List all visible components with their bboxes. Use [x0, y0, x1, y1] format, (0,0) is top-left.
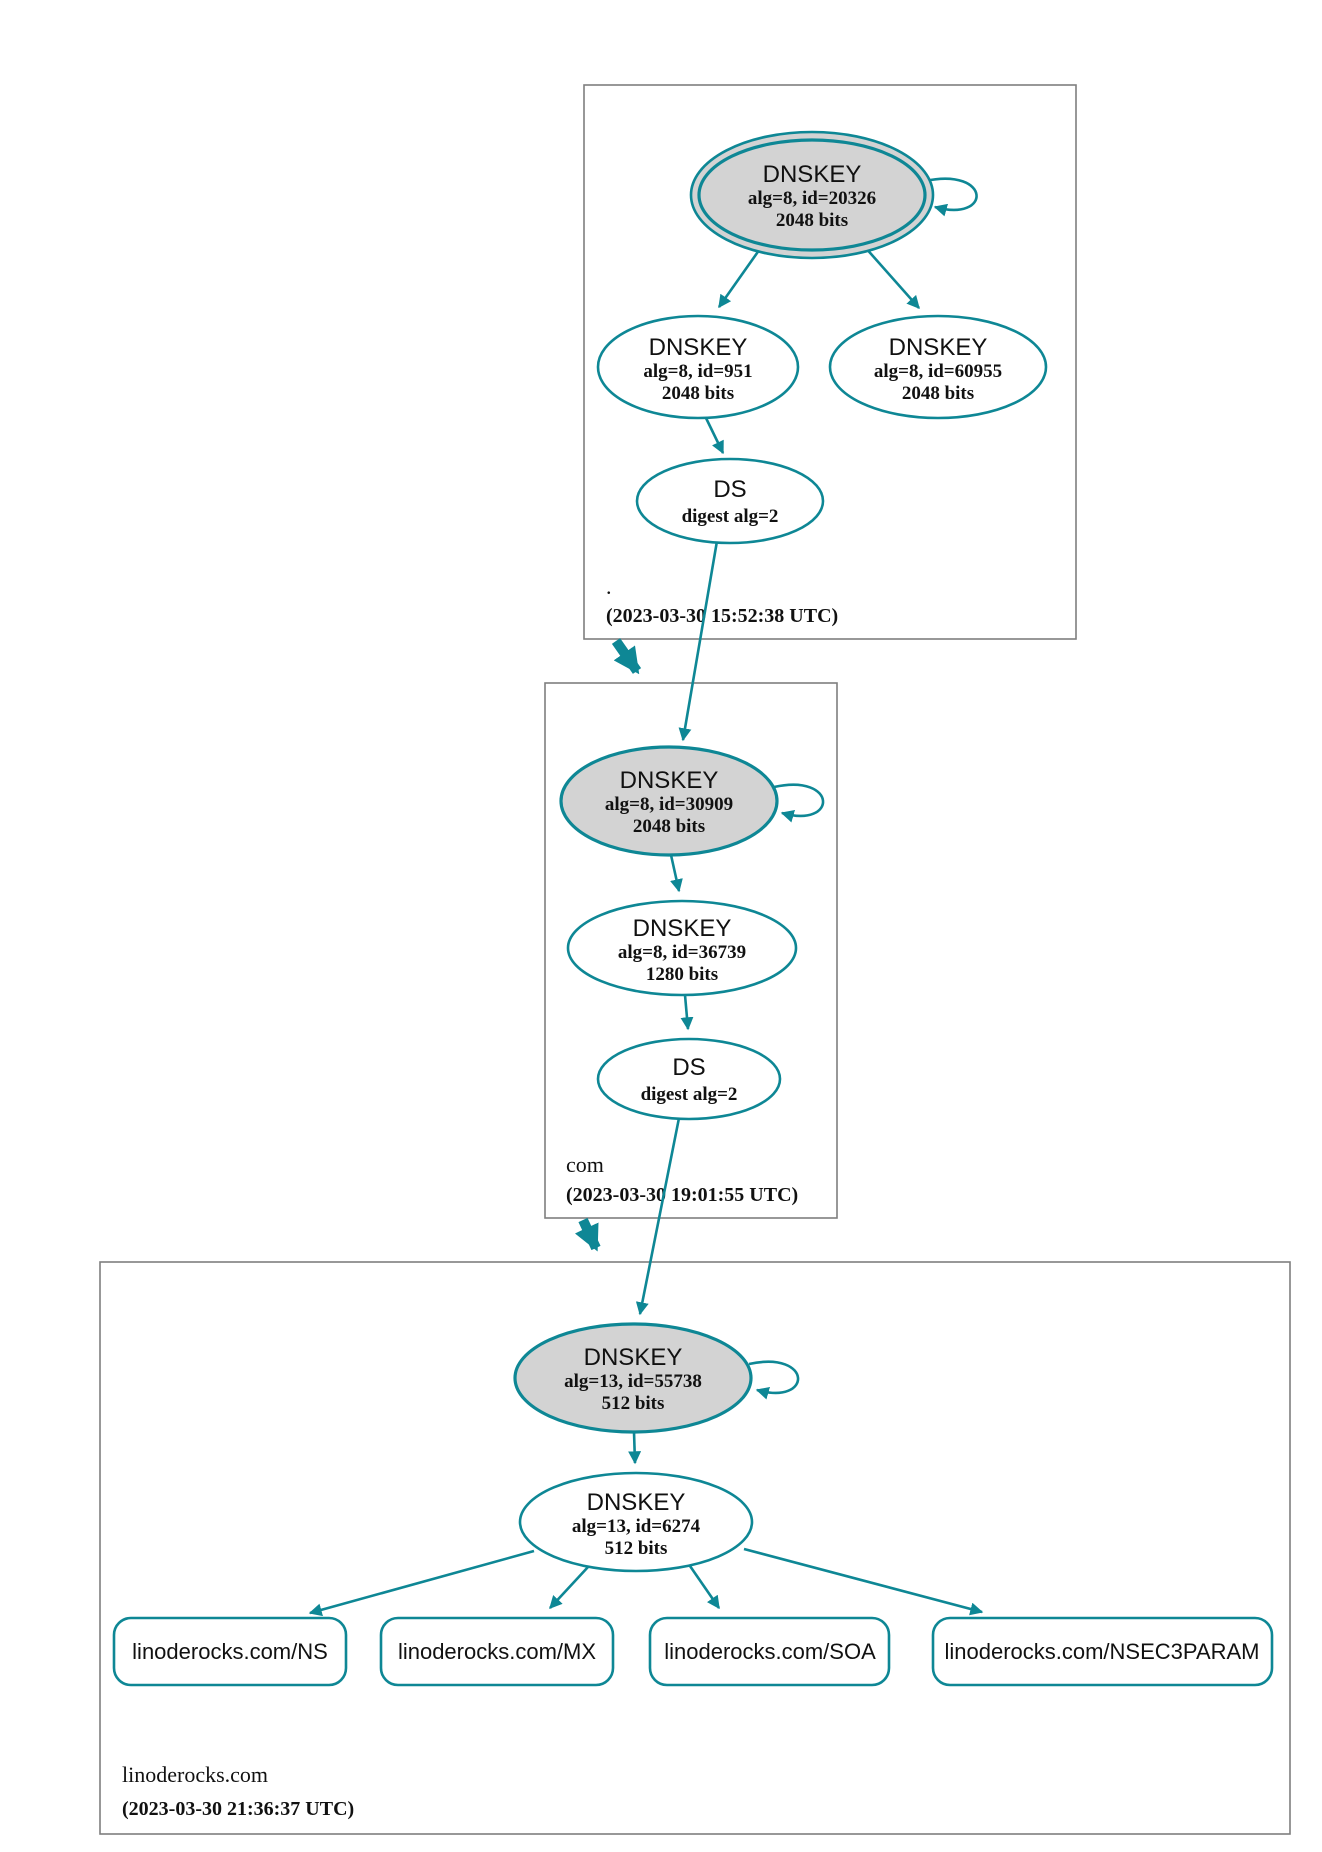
rrset-linoderocks-soa[interactable]: linoderocks.com/SOA	[648, 1616, 891, 1687]
node-bits: 2048 bits	[662, 383, 734, 404]
node-root-zsk-951[interactable]: DNSKEY alg=8, id=951 2048 bits	[596, 314, 800, 420]
edge-zsk-to-rrset-ns	[308, 1549, 535, 1617]
edge-delegation-com-to-linoderocks	[574, 1217, 601, 1252]
edge-com-ds-to-linoderocks-ksk	[635, 1117, 681, 1316]
zone-label-root: .	[606, 574, 612, 599]
node-bits: 512 bits	[602, 1393, 665, 1414]
node-root-ksk-20326[interactable]: DNSKEY alg=8, id=20326 2048 bits	[689, 130, 935, 260]
node-attr: alg=8, id=20326	[748, 188, 876, 209]
rrset-label: linoderocks.com/NS	[132, 1639, 328, 1664]
node-bits: 2048 bits	[776, 210, 848, 231]
rrset-label: linoderocks.com/SOA	[664, 1639, 876, 1664]
node-title: DS	[713, 476, 746, 503]
edge-linoderocks-ksk-to-zsk	[628, 1431, 642, 1465]
zone-box-com	[544, 682, 838, 1219]
node-attr: alg=13, id=6274	[572, 1516, 701, 1537]
edge-linoderocks-ksk-self-loop	[748, 1360, 800, 1400]
zone-timestamp-com: (2023-03-30 19:01:55 UTC)	[566, 1184, 798, 1206]
edge-root-ksk-to-zsk1	[717, 245, 764, 309]
zone-timestamp-linoderocks: (2023-03-30 21:36:37 UTC)	[122, 1798, 354, 1820]
edge-root-zsk1-to-ds	[704, 417, 725, 455]
node-linoderocks-zsk-6274[interactable]: DNSKEY alg=13, id=6274 512 bits	[518, 1471, 754, 1573]
node-title: DNSKEY	[587, 1489, 686, 1516]
zone-timestamp-root: (2023-03-30 15:52:38 UTC)	[606, 605, 838, 627]
node-title: DS	[672, 1054, 705, 1081]
node-com-ksk-30909[interactable]: DNSKEY alg=8, id=30909 2048 bits	[559, 745, 779, 857]
rrset-label: linoderocks.com/MX	[398, 1639, 596, 1664]
node-attr: alg=8, id=60955	[874, 361, 1002, 382]
zone-label-com: com	[566, 1152, 604, 1177]
edge-root-ksk-self-loop	[924, 177, 978, 217]
node-bits: 512 bits	[605, 1538, 668, 1559]
node-title: DNSKEY	[649, 334, 748, 361]
node-attr: digest alg=2	[641, 1084, 738, 1105]
edge-zsk-to-rrset-nsec3param	[743, 1547, 984, 1616]
node-attr: digest alg=2	[682, 506, 779, 527]
zone-box-root	[583, 84, 1077, 640]
edge-com-ksk-self-loop	[773, 783, 825, 823]
rrset-linoderocks-nsec3param[interactable]: linoderocks.com/NSEC3PARAM	[931, 1616, 1274, 1687]
node-title: DNSKEY	[763, 161, 862, 188]
node-attr: alg=8, id=36739	[618, 942, 746, 963]
node-com-ds[interactable]: DS digest alg=2	[596, 1037, 782, 1121]
rrset-linoderocks-mx[interactable]: linoderocks.com/MX	[379, 1616, 615, 1687]
node-title: DNSKEY	[889, 334, 988, 361]
edge-com-zsk-to-ds	[680, 994, 694, 1031]
node-title: DNSKEY	[633, 915, 732, 942]
node-com-zsk-36739[interactable]: DNSKEY alg=8, id=36739 1280 bits	[566, 899, 798, 997]
node-linoderocks-ksk-55738[interactable]: DNSKEY alg=13, id=55738 512 bits	[513, 1322, 753, 1434]
zone-label-linoderocks: linoderocks.com	[122, 1762, 268, 1787]
zone-box-linoderocks	[99, 1261, 1291, 1835]
node-root-ds[interactable]: DS digest alg=2	[635, 457, 825, 545]
edge-zsk-to-rrset-soa	[688, 1565, 721, 1610]
node-bits: 1280 bits	[646, 964, 718, 985]
node-attr: alg=8, id=30909	[605, 794, 733, 815]
node-root-zsk-60955[interactable]: DNSKEY alg=8, id=60955 2048 bits	[828, 314, 1048, 420]
node-bits: 2048 bits	[902, 383, 974, 404]
node-title: DNSKEY	[584, 1344, 683, 1371]
rrset-label: linoderocks.com/NSEC3PARAM	[944, 1639, 1259, 1664]
node-attr: alg=13, id=55738	[564, 1371, 702, 1392]
edge-zsk-to-rrset-mx	[549, 1566, 589, 1609]
edge-com-ksk-to-zsk	[669, 854, 683, 893]
edge-delegation-root-to-com	[611, 638, 642, 675]
edge-root-ds-to-com-ksk	[678, 540, 719, 742]
node-bits: 2048 bits	[633, 816, 705, 837]
node-attr: alg=8, id=951	[643, 361, 752, 382]
edge-root-ksk-to-zsk2	[863, 245, 920, 309]
node-title: DNSKEY	[620, 767, 719, 794]
rrset-linoderocks-ns[interactable]: linoderocks.com/NS	[112, 1616, 348, 1687]
